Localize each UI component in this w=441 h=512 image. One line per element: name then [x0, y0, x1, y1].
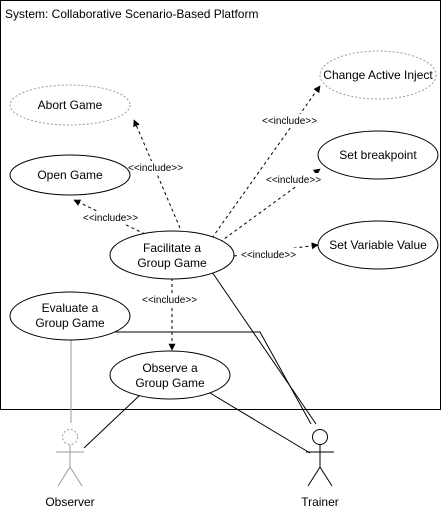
use-case-change-inject-label: Change Active Inject: [323, 68, 433, 82]
use-case-set-variable: Set Variable Value: [317, 220, 439, 270]
use-case-observe: Observe a Group Game: [109, 350, 231, 400]
associations: [70, 271, 317, 454]
actor-observer: [56, 429, 84, 487]
include-label-variable: <<include>>: [241, 250, 296, 261]
include-arrow-abort: [133, 119, 181, 229]
use-case-open-game-label: Open Game: [37, 168, 103, 182]
actor-observer-label: Observer: [45, 495, 94, 509]
assoc-trainer-evaluate: [114, 331, 312, 425]
observer-head: [62, 429, 78, 445]
use-case-evaluate: Evaluate a Group Game: [9, 291, 131, 341]
include-label-change-inject: <<include>>: [262, 116, 317, 127]
include-label-breakpoint: <<include>>: [266, 175, 321, 186]
use-case-facilitate-label-line2: Group Game: [137, 256, 207, 270]
include-label-open-2: <<include>>: [83, 213, 138, 224]
use-case-evaluate-label-line1: Evaluate a: [42, 301, 99, 315]
use-case-facilitate: Facilitate a Group Game: [109, 230, 235, 280]
trainer-head: [312, 429, 328, 445]
system-title: System: Collaborative Scenario-Based Pla…: [5, 7, 258, 21]
use-case-observe-label-line1: Observe a: [142, 361, 198, 375]
include-arrow-open: [73, 199, 146, 235]
use-case-observe-label-line2: Group Game: [135, 376, 205, 390]
include-label-open: <<include>>: [128, 163, 183, 174]
assoc-trainer-observe: [204, 389, 311, 454]
use-case-set-variable-label: Set Variable Value: [329, 238, 427, 252]
actor-trainer: [306, 429, 334, 487]
use-case-evaluate-label-line2: Group Game: [35, 316, 105, 330]
include-labels: <<include>> <<include>> <<include>> <<in…: [82, 114, 325, 306]
include-arrow-change-inject: [211, 85, 321, 239]
assoc-trainer-facilitate: [211, 271, 317, 425]
actor-trainer-label: Trainer: [301, 495, 339, 509]
use-case-abort-game-label: Abort Game: [38, 98, 103, 112]
use-case-open-game: Open Game: [9, 154, 131, 196]
include-label-observe: <<include>>: [142, 295, 197, 306]
use-case-change-inject: Change Active Inject: [319, 50, 437, 100]
use-case-abort-game: Abort Game: [9, 84, 131, 126]
use-case-facilitate-label-line1: Facilitate a: [143, 241, 201, 255]
use-case-set-breakpoint-label: Set breakpoint: [339, 148, 417, 162]
assoc-observer-observe: [83, 394, 141, 449]
use-case-set-breakpoint: Set breakpoint: [317, 130, 439, 180]
